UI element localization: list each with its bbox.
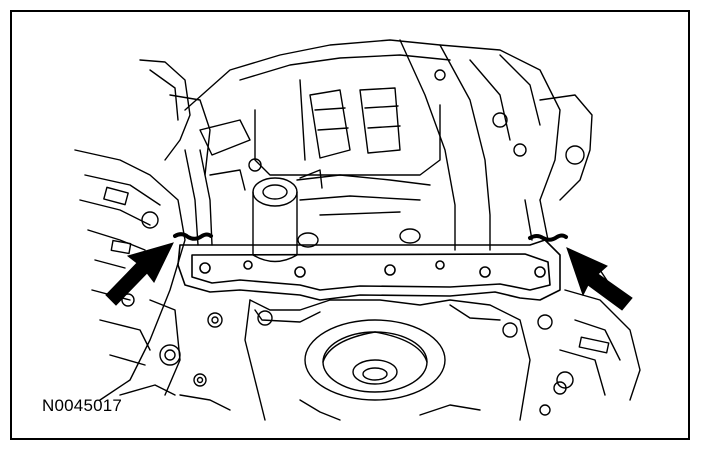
- arrow-icon: [566, 247, 633, 311]
- lower-fasteners: [179, 373, 551, 416]
- front-cover: [207, 299, 567, 421]
- figure-reference-code: N0045017: [42, 396, 123, 415]
- engine-block-left: [74, 59, 211, 401]
- sealant-point-left: [173, 232, 213, 241]
- sealant-beads: [173, 232, 568, 242]
- callout-arrows: [105, 242, 633, 311]
- pan-rails: [184, 149, 549, 246]
- oil-pan-gasket: [177, 239, 561, 301]
- engine-block-right: [539, 94, 641, 401]
- center-bolt-boss: [252, 169, 431, 263]
- figure-frame: [10, 10, 690, 440]
- sealant-point-right: [528, 233, 568, 242]
- arrow-icon: [105, 242, 174, 306]
- upper-cover: [184, 39, 561, 251]
